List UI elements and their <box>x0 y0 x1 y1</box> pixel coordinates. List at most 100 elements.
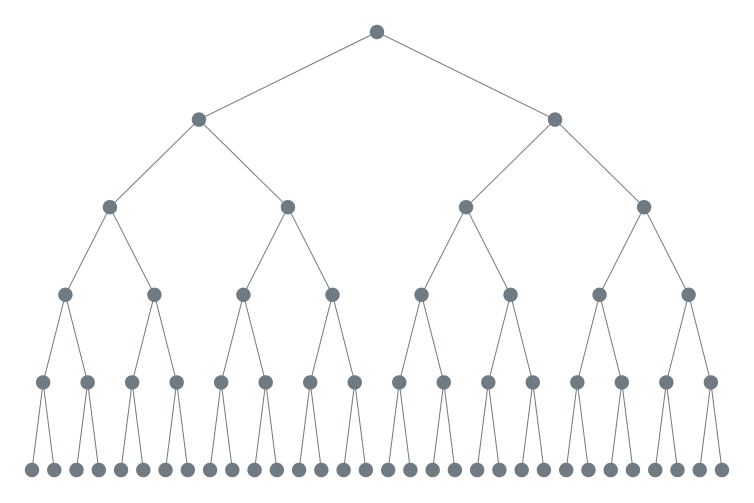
tree-edge-l4-n15-c0 <box>699 382 712 471</box>
tree-edge-l0-n0-c0 <box>198 31 378 121</box>
tree-node-l5-n0 <box>24 462 40 478</box>
tree-node-l5-n14 <box>336 462 351 478</box>
tree-node-l3-n4 <box>414 287 429 302</box>
tree-node-l5-n18 <box>425 462 440 478</box>
tree-edge-l3-n1-c0 <box>131 294 155 383</box>
tree-edge-l3-n5-c0 <box>487 294 512 383</box>
tree-node-l3-n3 <box>325 287 340 302</box>
tree-node-l4-n4 <box>213 375 229 390</box>
tree-node-l2-n1 <box>280 200 296 215</box>
tree-node-l2-n0 <box>102 200 118 215</box>
tree-node-l5-n9 <box>225 462 240 478</box>
tree-edge-l4-n4-c1 <box>220 382 233 471</box>
tree-node-l5-n10 <box>247 462 262 478</box>
tree-edge-l4-n5-c0 <box>254 382 267 471</box>
tree-node-l3-n6 <box>592 287 607 302</box>
tree-edge-l4-n0-c0 <box>31 382 44 471</box>
tree-node-l4-n11 <box>525 375 541 390</box>
tree-node-l5-n13 <box>314 462 329 478</box>
tree-node-l4-n1 <box>80 375 95 390</box>
tree-edge-l4-n14-c1 <box>665 382 678 471</box>
tree-node-l2-n2 <box>458 200 474 215</box>
tree-edge-l4-n6-c0 <box>298 382 311 471</box>
tree-edge-l2-n1-c1 <box>287 206 333 296</box>
tree-node-l5-n4 <box>113 462 129 478</box>
tree-node-l5-n17 <box>403 462 418 478</box>
tree-edge-l4-n8-c1 <box>398 382 411 471</box>
tree-node-l3-n5 <box>503 287 518 302</box>
tree-edge-l4-n9-c0 <box>432 382 445 471</box>
tree-node-l4-n15 <box>703 375 719 390</box>
tree-nodes <box>24 24 730 478</box>
tree-edge-l4-n7-c1 <box>354 382 367 471</box>
tree-edge-l4-n5-c1 <box>265 382 278 471</box>
tree-node-l5-n15 <box>358 462 374 478</box>
tree-node-l1-n0 <box>191 112 207 127</box>
tree-node-l5-n23 <box>536 462 552 478</box>
tree-node-l5-n3 <box>91 462 106 478</box>
tree-node-l4-n12 <box>570 375 585 390</box>
tree-edge-l4-n8-c0 <box>387 382 400 471</box>
tree-node-l3-n2 <box>236 287 251 302</box>
tree-edge-l3-n4-c0 <box>398 294 423 383</box>
tree-edge-l3-n3-c0 <box>309 294 333 383</box>
tree-node-l4-n0 <box>35 375 51 390</box>
tree-node-l5-n12 <box>291 462 307 478</box>
tree-node-l1-n1 <box>547 112 563 127</box>
tree-edge-l4-n3-c0 <box>165 382 178 471</box>
tree-edge-l3-n0-c0 <box>42 294 66 383</box>
tree-edge-l4-n15-c1 <box>710 382 723 471</box>
tree-node-l5-n30 <box>692 462 707 478</box>
tree-edge-l2-n1-c0 <box>243 206 289 296</box>
tree-edge-l4-n1-c1 <box>87 382 100 471</box>
tree-edge-l3-n0-c1 <box>64 294 89 383</box>
tree-edge-l2-n2-c1 <box>465 206 511 296</box>
tree-node-l5-n19 <box>447 462 463 478</box>
tree-edge-l4-n2-c1 <box>131 382 144 471</box>
tree-node-l5-n16 <box>380 462 396 478</box>
tree-edge-l4-n14-c0 <box>654 382 667 471</box>
tree-edge-l4-n12-c1 <box>576 382 589 471</box>
tree-edge-l4-n3-c1 <box>176 382 189 471</box>
tree-node-l5-n21 <box>492 462 507 478</box>
tree-edge-l4-n6-c1 <box>309 382 322 471</box>
tree-edge-l4-n4-c0 <box>209 382 222 471</box>
tree-node-l4-n2 <box>124 375 140 390</box>
tree-node-l5-n27 <box>625 462 641 478</box>
tree-node-l5-n26 <box>603 462 618 478</box>
tree-edge-l4-n10-c0 <box>476 382 489 471</box>
tree-edge-l4-n9-c1 <box>443 382 456 471</box>
tree-edge-l1-n0-c0 <box>109 119 200 208</box>
tree-edge-l4-n13-c0 <box>610 382 623 471</box>
tree-node-l5-n5 <box>136 462 151 478</box>
tree-node-l4-n10 <box>481 375 496 390</box>
tree-edge-l3-n4-c1 <box>421 294 445 383</box>
tree-edge-l1-n0-c1 <box>198 119 289 208</box>
tree-node-l5-n1 <box>47 462 62 478</box>
tree-node-l4-n8 <box>392 375 407 390</box>
tree-edge-l4-n7-c0 <box>343 382 356 471</box>
tree-node-l3-n0 <box>58 287 73 302</box>
tree-edge-l3-n1-c1 <box>153 294 178 383</box>
tree-node-l3-n1 <box>147 287 162 302</box>
tree-edge-l2-n0-c0 <box>64 206 111 296</box>
tree-edge-l4-n12-c0 <box>565 382 578 471</box>
tree-edge-l3-n6-c0 <box>576 294 601 383</box>
tree-node-l5-n11 <box>269 462 285 478</box>
tree-edge-l1-n1-c0 <box>465 119 556 208</box>
tree-edge-l4-n11-c0 <box>521 382 534 471</box>
tree-edge-l3-n3-c1 <box>331 294 356 383</box>
tree-edge-l2-n3-c0 <box>599 206 645 296</box>
tree-node-l5-n6 <box>158 462 173 478</box>
tree-node-l4-n5 <box>258 375 273 390</box>
tree-node-l0-n0 <box>369 24 385 40</box>
tree-node-l2-n3 <box>636 200 652 215</box>
tree-edge-l0-n0-c1 <box>376 31 556 121</box>
tree-edge-l4-n2-c0 <box>120 382 133 471</box>
tree-node-l5-n24 <box>558 462 574 478</box>
tree-node-l4-n7 <box>347 375 362 390</box>
tree-edge-l1-n1-c1 <box>554 119 645 208</box>
tree-edge-l3-n5-c1 <box>510 294 534 383</box>
tree-node-l5-n7 <box>180 462 196 478</box>
